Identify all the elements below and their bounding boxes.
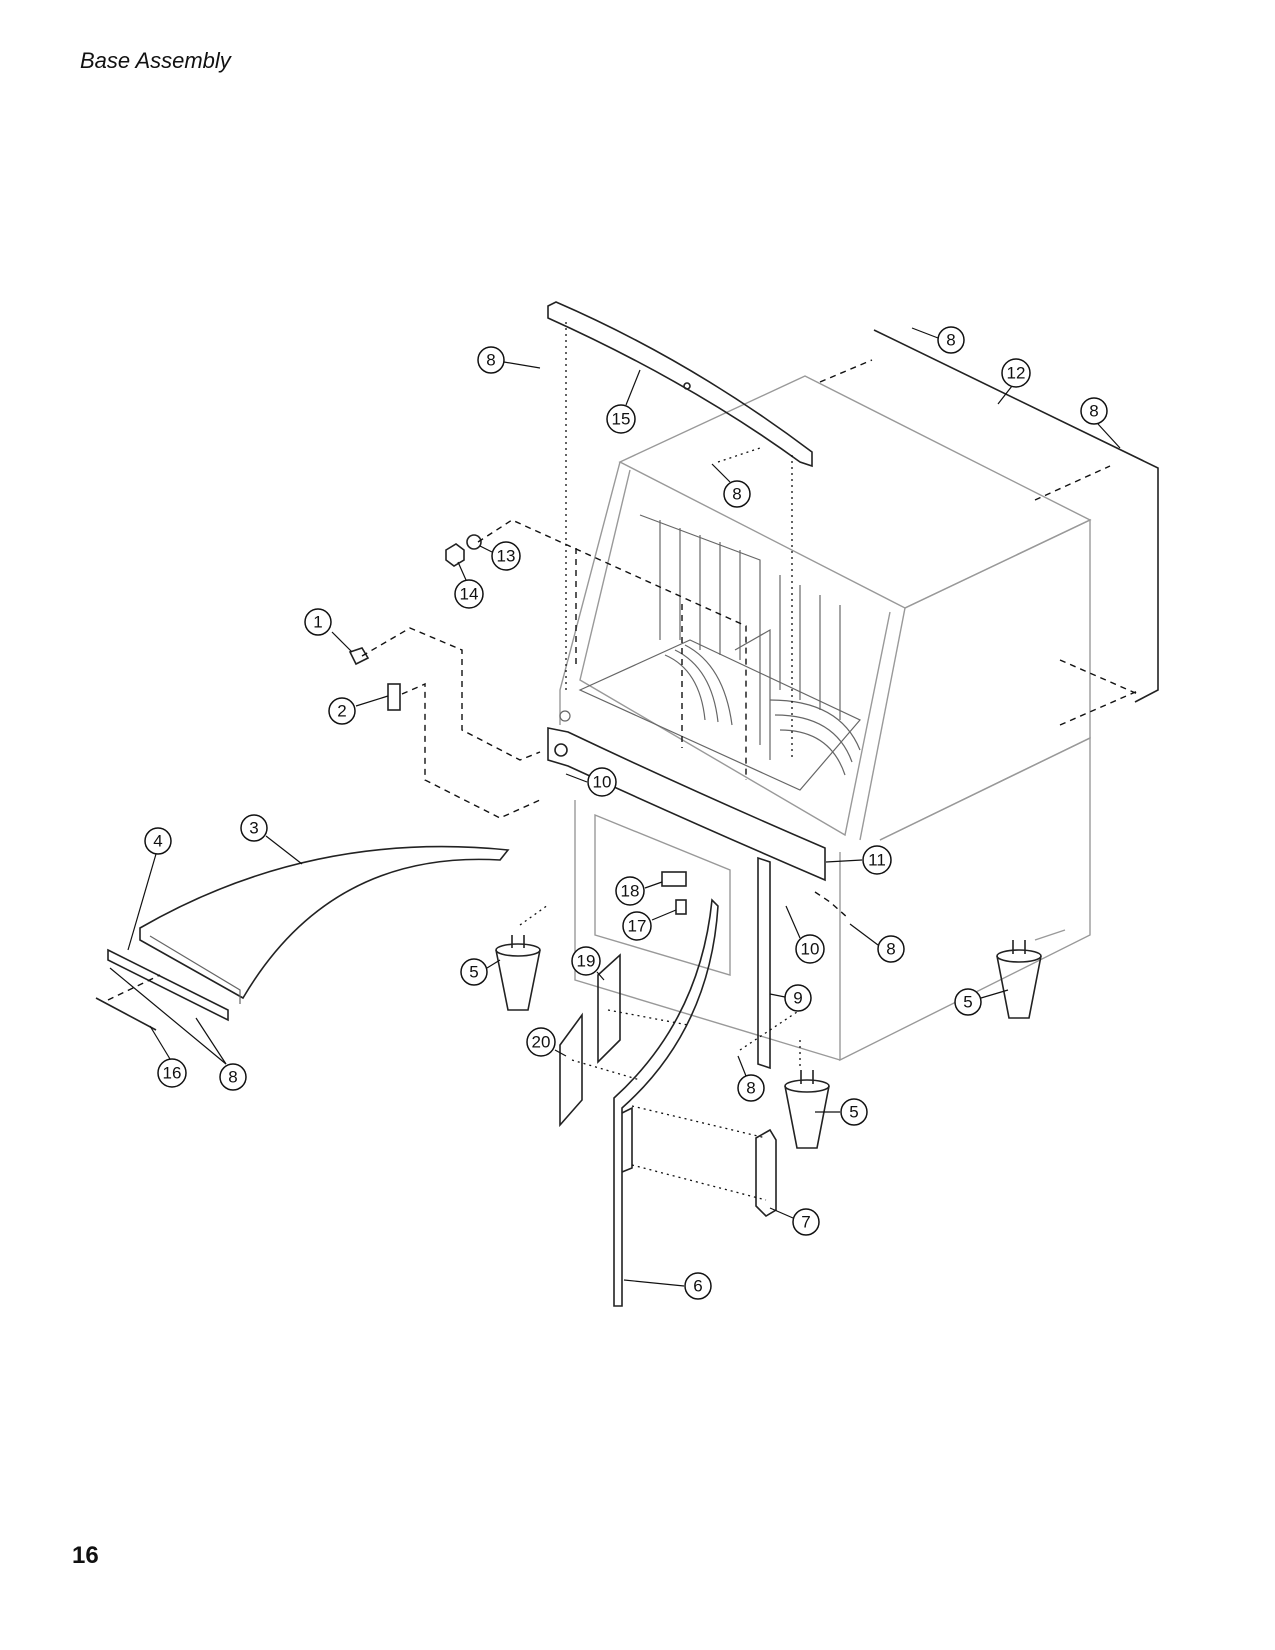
callout-7: 7 [769, 1207, 820, 1236]
callout-18: 18 [615, 876, 663, 906]
svg-text:8: 8 [1089, 402, 1098, 421]
svg-text:19: 19 [577, 952, 596, 971]
svg-text:5: 5 [963, 993, 972, 1012]
part-2-clip [387, 683, 401, 711]
svg-text:13: 13 [497, 547, 516, 566]
svg-text:16: 16 [163, 1064, 182, 1083]
callout-10-bottom: 10 [785, 905, 825, 964]
callout-8-board: 8 [109, 967, 247, 1091]
callout-3: 3 [240, 814, 303, 865]
callout-1: 1 [304, 608, 353, 653]
cabinet-body [559, 375, 1092, 1062]
svg-text:5: 5 [849, 1103, 858, 1122]
part-16-rod [95, 997, 157, 1031]
callout-12: 12 [997, 358, 1031, 405]
part-4-rail [107, 948, 229, 1022]
callout-4: 4 [127, 827, 172, 951]
callout-13: 13 [479, 541, 521, 571]
callout-6: 6 [623, 1272, 712, 1300]
part-18-label [661, 871, 687, 887]
part-13-washer [466, 534, 482, 550]
svg-text:6: 6 [693, 1277, 702, 1296]
part-19-decal [597, 953, 621, 1064]
part-1-knob [348, 647, 370, 666]
part-12-side-panel [873, 329, 1159, 703]
part-5-foot-right [996, 940, 1042, 1019]
callout-8-panel-top: 8 [911, 326, 965, 354]
part-15-top-rail [547, 301, 813, 468]
svg-text:18: 18 [621, 882, 640, 901]
callout-19: 19 [571, 946, 605, 981]
callout-10-top: 10 [565, 767, 617, 797]
svg-text:12: 12 [1007, 364, 1026, 383]
leader-lines [107, 322, 1141, 1201]
part-14-nut [445, 543, 465, 567]
svg-text:8: 8 [228, 1068, 237, 1087]
svg-text:8: 8 [732, 485, 741, 504]
callout-2: 2 [328, 695, 389, 725]
callout-5-left: 5 [460, 958, 501, 986]
svg-text:3: 3 [249, 819, 258, 838]
svg-text:8: 8 [486, 351, 495, 370]
callout-20: 20 [526, 1027, 567, 1057]
page-number: 16 [72, 1542, 99, 1569]
callout-8-top-left: 8 [477, 346, 541, 374]
svg-text:2: 2 [337, 702, 346, 721]
part-9-strip [757, 856, 771, 1070]
svg-text:15: 15 [612, 410, 631, 429]
svg-text:20: 20 [532, 1033, 551, 1052]
callout-15: 15 [606, 369, 641, 434]
callout-16: 16 [149, 1025, 187, 1088]
callout-5-front: 5 [815, 1098, 868, 1126]
svg-text:7: 7 [801, 1213, 810, 1232]
part-11-front-panel [547, 727, 826, 882]
svg-text:17: 17 [628, 917, 647, 936]
callout-17: 17 [622, 909, 677, 941]
svg-text:14: 14 [460, 585, 479, 604]
callout-8-bottom: 8 [737, 1055, 765, 1102]
callout-8-rail: 8 [711, 463, 751, 508]
callout-8-side: 8 [849, 923, 905, 963]
dish-rack-interior [559, 514, 861, 791]
callout-11: 11 [825, 845, 892, 875]
svg-text:8: 8 [746, 1079, 755, 1098]
part-3-drain-board [139, 845, 510, 1000]
part-11-knob-hole [554, 743, 568, 757]
callout-8-panel-right: 8 [1080, 397, 1121, 449]
part-20-decal [559, 1012, 583, 1128]
svg-text:11: 11 [868, 851, 886, 870]
callout-9: 9 [769, 984, 812, 1012]
svg-text:4: 4 [153, 832, 162, 851]
svg-text:8: 8 [886, 940, 895, 959]
callout-5-right: 5 [954, 988, 1009, 1016]
part-5-foot-left [495, 935, 541, 1011]
page-title: Base Assembly [80, 48, 231, 73]
part-7-hinge [755, 1128, 777, 1218]
svg-text:5: 5 [469, 963, 478, 982]
part-5-foot-front [784, 1070, 830, 1149]
part-6-door [613, 898, 719, 1307]
callout-14: 14 [454, 561, 484, 609]
part-17-label [675, 899, 687, 915]
svg-text:9: 9 [793, 989, 802, 1008]
svg-text:1: 1 [313, 613, 322, 632]
svg-text:10: 10 [593, 773, 612, 792]
part-15-hole [683, 382, 691, 390]
svg-text:10: 10 [801, 940, 820, 959]
svg-text:8: 8 [946, 331, 955, 350]
